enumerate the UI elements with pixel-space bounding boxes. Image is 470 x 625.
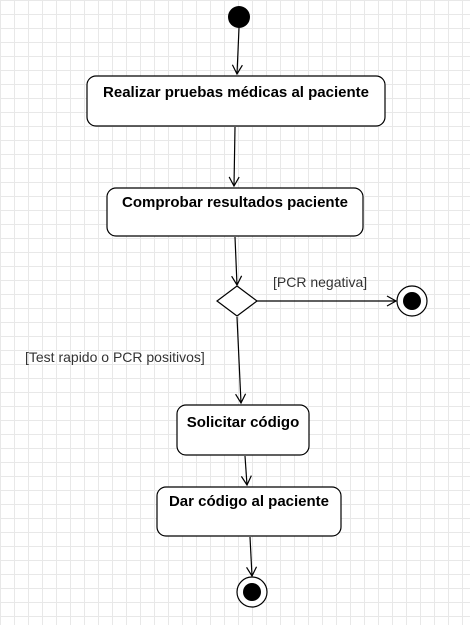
action-solicitar-codigo: Solicitar código bbox=[176, 404, 310, 456]
edge-solicitar-to-dar bbox=[240, 455, 252, 487]
action-comprobar-resultados: Comprobar resultados paciente bbox=[106, 187, 364, 237]
final-node-bottom bbox=[236, 576, 268, 608]
action-dar-codigo-label: Dar código al paciente bbox=[169, 493, 329, 510]
final-node-right bbox=[396, 285, 428, 317]
guard-positivos: [Test rapido o PCR positivos] bbox=[25, 349, 205, 365]
action-dar-codigo: Dar código al paciente bbox=[156, 486, 342, 537]
action-realizar-pruebas-label: Realizar pruebas médicas al paciente bbox=[103, 84, 369, 101]
action-comprobar-resultados-label: Comprobar resultados paciente bbox=[122, 194, 348, 211]
edge-dar-to-final-bottom bbox=[246, 536, 258, 578]
edge-decision-to-solicitar bbox=[235, 316, 247, 405]
action-solicitar-codigo-label: Solicitar código bbox=[187, 414, 300, 431]
edge-realizar-to-comprobar bbox=[228, 126, 240, 188]
edge-comprobar-to-decision bbox=[231, 236, 243, 287]
action-realizar-pruebas: Realizar pruebas médicas al paciente bbox=[86, 75, 386, 127]
edge-initial-to-realizar bbox=[231, 27, 243, 76]
decision-node bbox=[216, 285, 258, 317]
guard-pcr-negativa: [PCR negativa] bbox=[273, 274, 367, 290]
initial-node bbox=[228, 6, 250, 28]
